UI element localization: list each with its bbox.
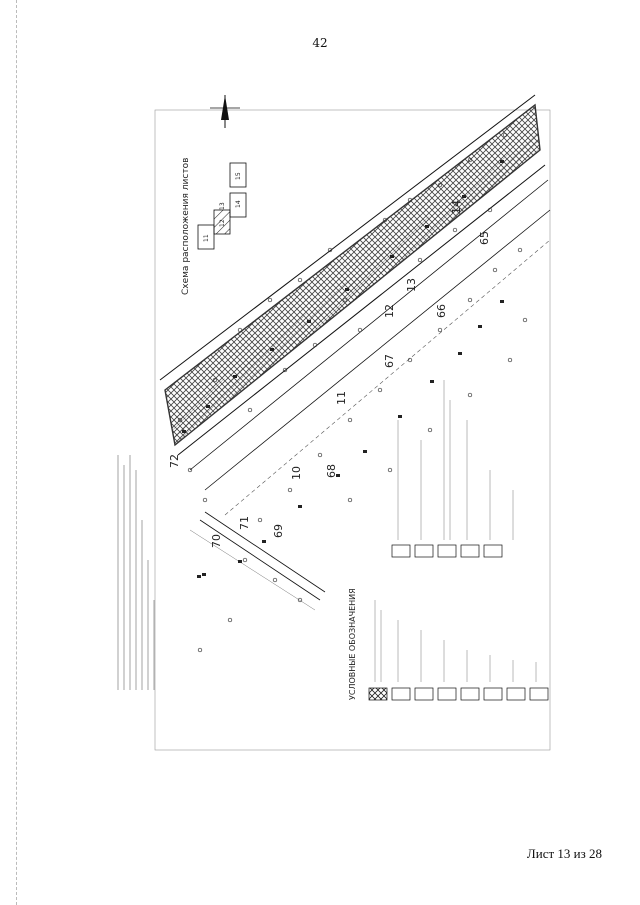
scheme-sheet-number: 14 [235, 200, 242, 208]
segment-label: 12 [383, 304, 396, 318]
segment-label: 68 [325, 464, 338, 478]
sheet-counter: Лист 13 из 28 [526, 846, 602, 861]
segment-label: 11 [335, 391, 348, 405]
segment-label: 69 [272, 524, 285, 538]
scheme-title: Схема расположения листов [181, 158, 191, 295]
segment-label: 70 [210, 534, 223, 548]
drawing-frame [154, 109, 551, 751]
binding-margin-line [16, 0, 17, 905]
scheme-sheet-number: 15 [235, 172, 242, 180]
pole-markers [182, 160, 504, 578]
segment-label: 66 [435, 304, 448, 318]
scatter-points [177, 132, 528, 653]
segment-labels: 72 71 70 69 68 67 66 65 10 11 12 13 14 [168, 200, 491, 548]
north-arrow-icon [210, 95, 240, 128]
segment-label: 72 [168, 454, 181, 468]
scheme-sheet-number: 13 [219, 202, 226, 210]
scheme-sheet-number: 12 [219, 219, 226, 227]
legend: УСЛОВНЫЕ ОБОЗНАЧЕНИЯ [348, 380, 549, 701]
segment-label: 65 [478, 231, 491, 245]
segment-label: 67 [383, 354, 396, 368]
header-notes [117, 455, 155, 690]
sheet-scheme: Схема расположения листов 11 12 13 14 15 [181, 158, 247, 295]
segment-label: 71 [238, 516, 251, 530]
segment-label: 10 [290, 466, 303, 480]
corridor-band [159, 94, 551, 611]
segment-label: 13 [405, 278, 418, 292]
legend-title: УСЛОВНЫЕ ОБОЗНАЧЕНИЯ [348, 588, 357, 700]
scheme-sheet-number: 11 [203, 234, 210, 242]
page-number: 42 [312, 36, 328, 50]
segment-label: 14 [450, 200, 463, 214]
